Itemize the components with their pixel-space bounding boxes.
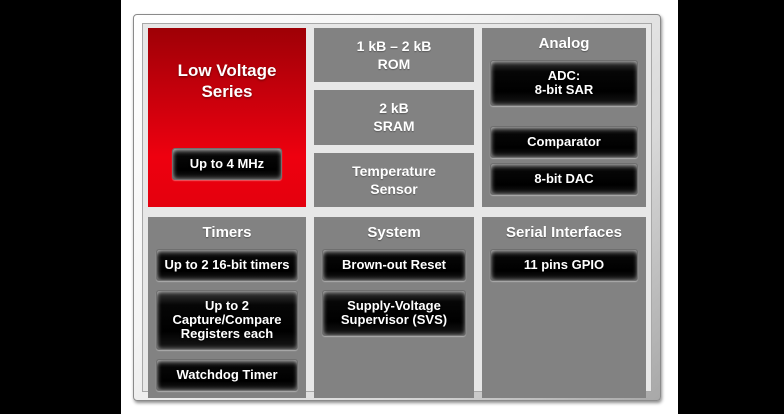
svs-button: Supply-Voltage Supervisor (SVS) bbox=[322, 290, 466, 336]
serial-interfaces-title: Serial Interfaces bbox=[506, 224, 622, 241]
series-title: Low Voltage Series bbox=[177, 61, 277, 101]
dac-button: 8-bit DAC bbox=[490, 163, 638, 195]
block-diagram: Low Voltage Series Up to 4 MHz 1 kB – 2 … bbox=[142, 23, 652, 398]
system-panel: System Brown-out Reset Supply-Voltage Su… bbox=[314, 217, 474, 398]
analog-panel: Analog ADC: 8-bit SAR Comparator 8-bit D… bbox=[482, 28, 646, 207]
adc-button: ADC: 8-bit SAR bbox=[490, 60, 638, 106]
memory-column: 1 kB – 2 kB ROM 2 kB SRAM Temperature Se… bbox=[314, 28, 474, 207]
rom-block: 1 kB – 2 kB ROM bbox=[314, 28, 474, 83]
capture-compare-button: Up to 2 Capture/Compare Registers each bbox=[156, 290, 298, 350]
brownout-reset-button: Brown-out Reset bbox=[322, 249, 466, 281]
analog-title: Analog bbox=[538, 35, 590, 52]
gpio-button: 11 pins GPIO bbox=[490, 249, 638, 281]
temperature-sensor-block: Temperature Sensor bbox=[314, 152, 474, 207]
timers-title: Timers bbox=[202, 224, 252, 241]
timers-panel: Timers Up to 2 16-bit timers Up to 2 Cap… bbox=[148, 217, 306, 398]
system-title: System bbox=[367, 224, 421, 241]
max-speed-button: Up to 4 MHz bbox=[172, 148, 282, 180]
diagram-frame: Low Voltage Series Up to 4 MHz 1 kB – 2 … bbox=[133, 14, 661, 401]
16bit-timers-button: Up to 2 16-bit timers bbox=[156, 249, 298, 281]
slide-background: Low Voltage Series Up to 4 MHz 1 kB – 2 … bbox=[121, 0, 678, 414]
comparator-button: Comparator bbox=[490, 126, 638, 158]
serial-interfaces-panel: Serial Interfaces 11 pins GPIO bbox=[482, 217, 646, 398]
sram-block: 2 kB SRAM bbox=[314, 90, 474, 145]
low-voltage-series-block: Low Voltage Series Up to 4 MHz bbox=[148, 28, 306, 207]
watchdog-timer-button: Watchdog Timer bbox=[156, 359, 298, 391]
